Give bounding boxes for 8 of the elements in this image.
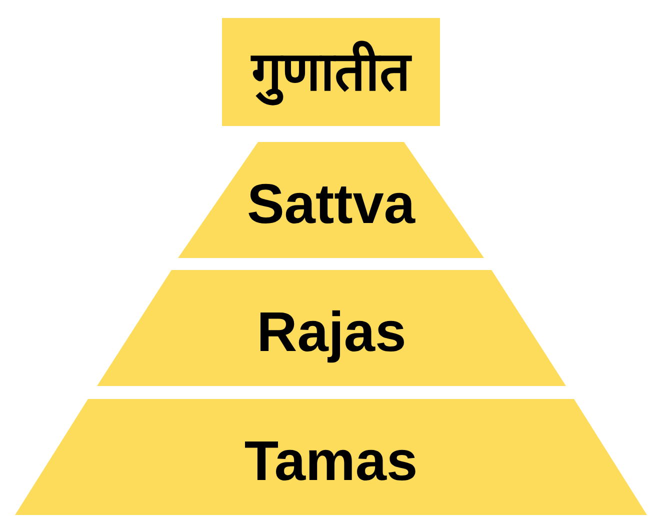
title-text: गुणातीत: [250, 24, 412, 120]
tier-label: Rajas: [256, 302, 406, 362]
pyramid-tier: [97, 270, 566, 386]
tier-label: Sattva: [246, 174, 416, 234]
title-box: [222, 18, 440, 126]
pyramid-tier: [178, 142, 484, 258]
tier-label: Tamas: [244, 432, 418, 490]
pyramid-tier: [15, 399, 647, 515]
